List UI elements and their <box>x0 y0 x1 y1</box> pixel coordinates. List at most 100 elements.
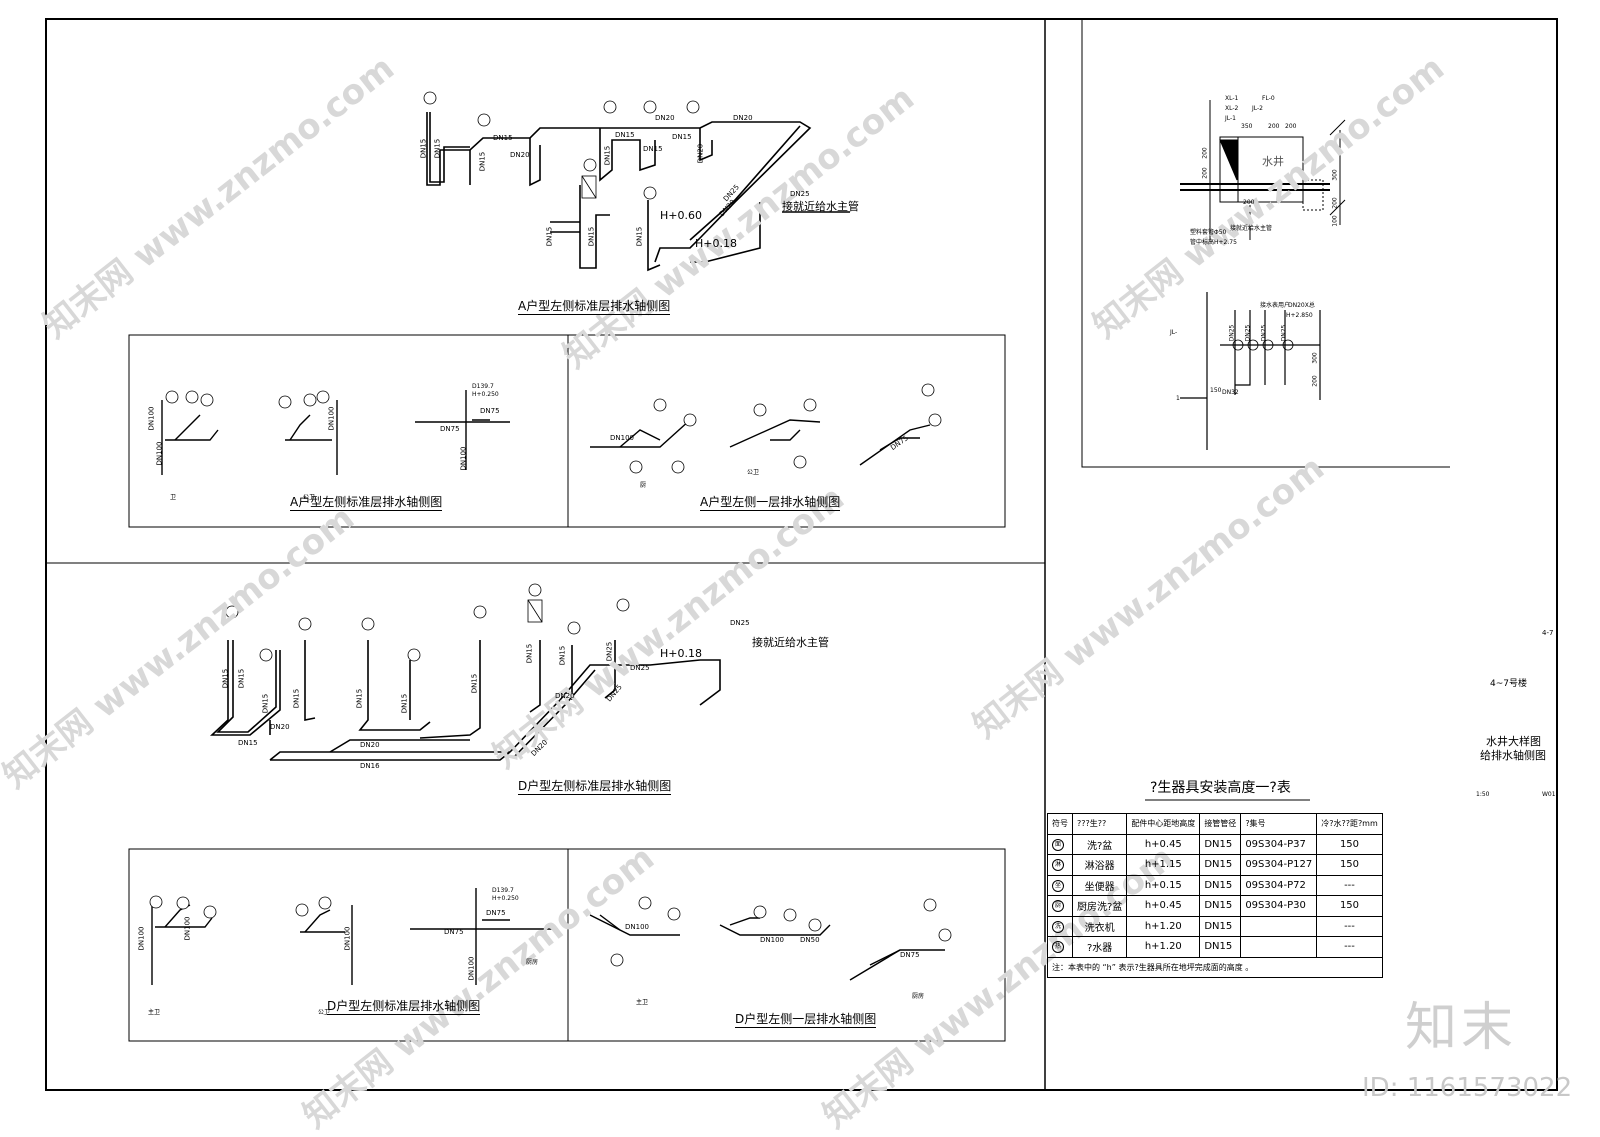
title-line-2: 给排水轴侧图 <box>1480 749 1546 762</box>
table-row: 面 洗?盆 h+0.45 DN15 09S304-P37 150 <box>1047 833 1383 855</box>
pipe-label: DN16 <box>360 762 380 770</box>
caption-d-iso: D户型左侧标准层排水轴侧图 <box>518 779 672 795</box>
pipe-label: DN20 <box>510 151 530 159</box>
caption-d-detail-left: D户型左侧标准层排水轴侧图 <box>327 999 481 1015</box>
atlas-cell: 09S304-P30 <box>1240 895 1318 917</box>
dimension: 200 <box>1243 199 1255 206</box>
pipe-label: DN15 <box>433 138 442 159</box>
pipe-label: DN15 <box>238 739 258 747</box>
symbol-cell: 洗 <box>1047 915 1073 937</box>
pipe-label: DN100 <box>183 916 192 941</box>
table-note-row: 注：本表中的 “h” 表示?生器具所在地坪完成面的高度 。 <box>1047 956 1383 978</box>
name-cell: 洗?盆 <box>1071 833 1128 855</box>
building-label: 4~7号楼 <box>1490 679 1527 689</box>
pipe-label: DN15 <box>615 131 635 139</box>
fixture-table: 符号 ???生?? 配件中心距地高度 接管管径 ?集号 冷?水??距?mm 面 … <box>1047 813 1383 978</box>
atlas-cell: 09S304-P37 <box>1240 833 1318 855</box>
table-row: 洗 洗衣机 h+1.20 DN15 --- <box>1047 915 1383 937</box>
pipe-label: DN100 <box>467 956 476 981</box>
table-header: 冷?水??距?mm <box>1316 813 1383 835</box>
dn-cell: DN15 <box>1199 936 1242 958</box>
atlas-cell: 09S304-P127 <box>1240 854 1318 876</box>
dimension: 300 <box>1311 352 1319 364</box>
height-cell: h+0.45 <box>1126 833 1201 855</box>
atlas-cell <box>1240 936 1318 958</box>
table-header: 符号 <box>1047 813 1073 835</box>
pipe-label: DN75 <box>480 407 500 415</box>
pipe-label: DN32 <box>1222 389 1239 396</box>
pipe-label: DN15 <box>292 688 301 709</box>
table-title: ?生器具安装高度一?表 <box>1150 780 1291 796</box>
dimension: 200 <box>1285 123 1297 130</box>
pipe-label: DN25 <box>730 619 750 627</box>
table-row: 厨 厨房洗?盆 h+0.45 DN15 09S304-P30 150 <box>1047 895 1383 917</box>
dimension: 200 <box>1268 123 1280 130</box>
table-header: ???生?? <box>1071 813 1128 835</box>
pipe-label: DN100 <box>147 406 156 431</box>
dn-cell: DN15 <box>1199 915 1242 937</box>
dimension: 300 <box>1331 169 1339 181</box>
main-pipe-note: 接就近给水主管 <box>782 200 859 213</box>
sleeve-note: 管中标高H+2.75 <box>1190 239 1237 246</box>
table-header: ?集号 <box>1240 813 1318 835</box>
dist-cell: --- <box>1316 874 1383 896</box>
pipe-label: DN50 <box>800 936 820 944</box>
pipe-label: DN15 <box>525 643 534 664</box>
pipe-label: DN100 <box>459 446 468 471</box>
symbol-cell: 厨 <box>1047 895 1073 917</box>
room-label: 厨房 <box>912 993 925 1000</box>
pipe-label: DN15 <box>237 668 246 689</box>
pipe-label: DN75 <box>900 951 920 959</box>
dist-cell: --- <box>1316 915 1383 937</box>
pipe-label: DN15 <box>470 673 479 694</box>
pipe-label: DN20 <box>733 114 753 122</box>
fixture-symbol: 坐 <box>1052 879 1064 892</box>
dimension: 150 <box>1210 387 1222 394</box>
elevation-label: H+0.60 <box>660 209 702 222</box>
pipe-label: DN15 <box>221 668 230 689</box>
dist-cell: --- <box>1316 936 1383 958</box>
meter-note: 接水表用户 <box>1260 302 1291 309</box>
dn-cell: DN15 <box>1199 874 1242 896</box>
atlas-cell: 09S304-P72 <box>1240 874 1318 896</box>
height-cell: h+1.20 <box>1126 915 1201 937</box>
pipe-label: DN100 <box>343 926 352 951</box>
pipe-label: DN15 <box>587 226 596 247</box>
symbol-cell: 坐 <box>1047 874 1073 896</box>
title-line-1: 水井大样图 <box>1486 735 1541 748</box>
elevation-label: H+0.18 <box>660 647 702 660</box>
atlas-cell <box>1240 915 1318 937</box>
pipe-label: DN100 <box>327 406 336 431</box>
pipe-label: DN20 <box>655 114 675 122</box>
table-header-row: 符号 ???生?? 配件中心距地高度 接管管径 ?集号 冷?水??距?mm <box>1047 813 1383 835</box>
room-label: 厨 <box>640 482 647 489</box>
sheet-number: 4-7 <box>1542 629 1554 637</box>
pipe-label: DN15 <box>635 226 644 247</box>
vent-label: D139.7 <box>472 383 494 390</box>
pipe-label: DN20 <box>696 143 705 164</box>
pipe-label: DN15 <box>355 688 364 709</box>
fixture-symbol: 厨 <box>1052 900 1064 913</box>
pipe-label: DN15 <box>672 133 692 141</box>
dimension: 200 <box>1201 167 1209 179</box>
height-cell: h+0.15 <box>1126 874 1201 896</box>
symbol-cell: 淋 <box>1047 854 1073 876</box>
symbol-cell: 热 <box>1047 936 1073 958</box>
table-row: 坐 坐便器 h+0.15 DN15 09S304-P72 --- <box>1047 874 1383 896</box>
scale-label: 1:50 <box>1476 791 1490 798</box>
caption-d-detail-right: D户型左侧一层排水轴侧图 <box>735 1012 877 1028</box>
pipe-label: DN25 <box>1244 324 1252 342</box>
fixture-symbol: 热 <box>1052 941 1064 954</box>
name-cell: ?水器 <box>1071 936 1128 958</box>
pipe-label: DN15 <box>603 145 612 166</box>
pipe-label: DN20X总 <box>1288 302 1315 309</box>
dimension: 200 <box>1201 147 1209 159</box>
pipe-label: DN15 <box>478 151 487 172</box>
pipe-label: DN15 <box>261 693 270 714</box>
pipe-label: DN15 <box>493 134 513 142</box>
table-row: 淋 淋浴器 h+1.15 DN15 09S304-P127 150 <box>1047 854 1383 876</box>
pipe-label: DN25 <box>790 190 810 198</box>
vent-label: H+0.250 <box>492 895 519 902</box>
room-label: 公卫 <box>303 494 316 501</box>
